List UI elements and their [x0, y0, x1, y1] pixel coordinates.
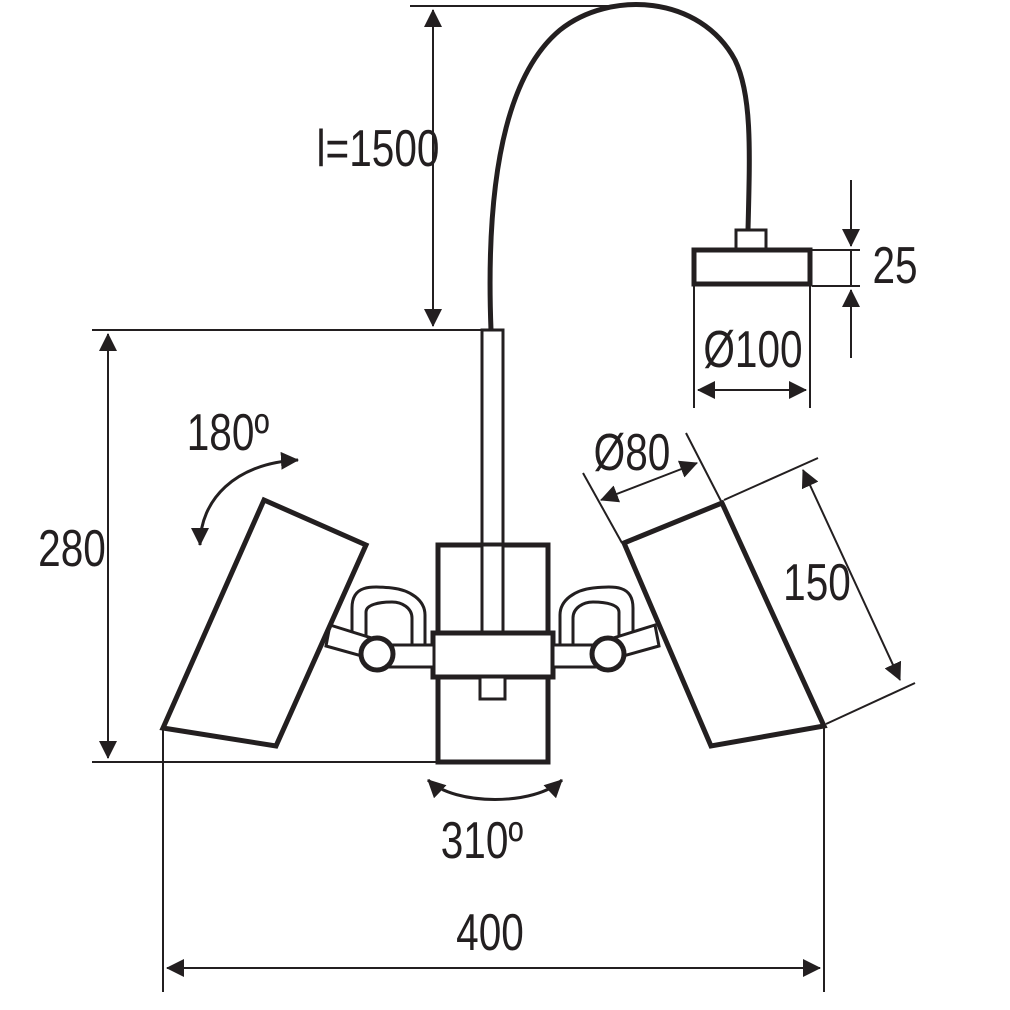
center-body: [430, 542, 556, 765]
canopy-height-dimension: 25: [812, 180, 918, 358]
total-height-dimension: 280: [38, 333, 450, 763]
shade-rotation-indicator: 180º: [187, 403, 299, 546]
shade-rotation-label: 180º: [187, 403, 269, 461]
arm-rotation-indicator: 310º: [426, 778, 564, 869]
canopy-height-label: 25: [872, 236, 917, 294]
shade-length-label: 150: [783, 553, 851, 611]
right-shade: [620, 499, 828, 749]
right-arm: [551, 585, 661, 673]
power-cable: [487, 2, 752, 331]
canopy-diameter-label: Ø100: [703, 320, 802, 378]
left-shade: [159, 496, 370, 749]
shade-diameter-dimension: Ø80: [582, 423, 723, 544]
arm-rotation-label: 310º: [441, 811, 523, 869]
canopy-diameter-dimension: Ø100: [697, 320, 807, 399]
ceiling-canopy: [691, 228, 813, 408]
total-height-label: 280: [38, 519, 106, 577]
cable-length-label: l=1500: [317, 119, 440, 177]
shade-diameter-label: Ø80: [594, 423, 671, 481]
total-width-label: 400: [456, 903, 524, 961]
left-arm: [324, 585, 436, 673]
shade-length-dimension: 150: [723, 457, 916, 725]
cable-length-dimension: l=1500: [92, 5, 620, 331]
total-width-dimension: 400: [162, 728, 825, 992]
